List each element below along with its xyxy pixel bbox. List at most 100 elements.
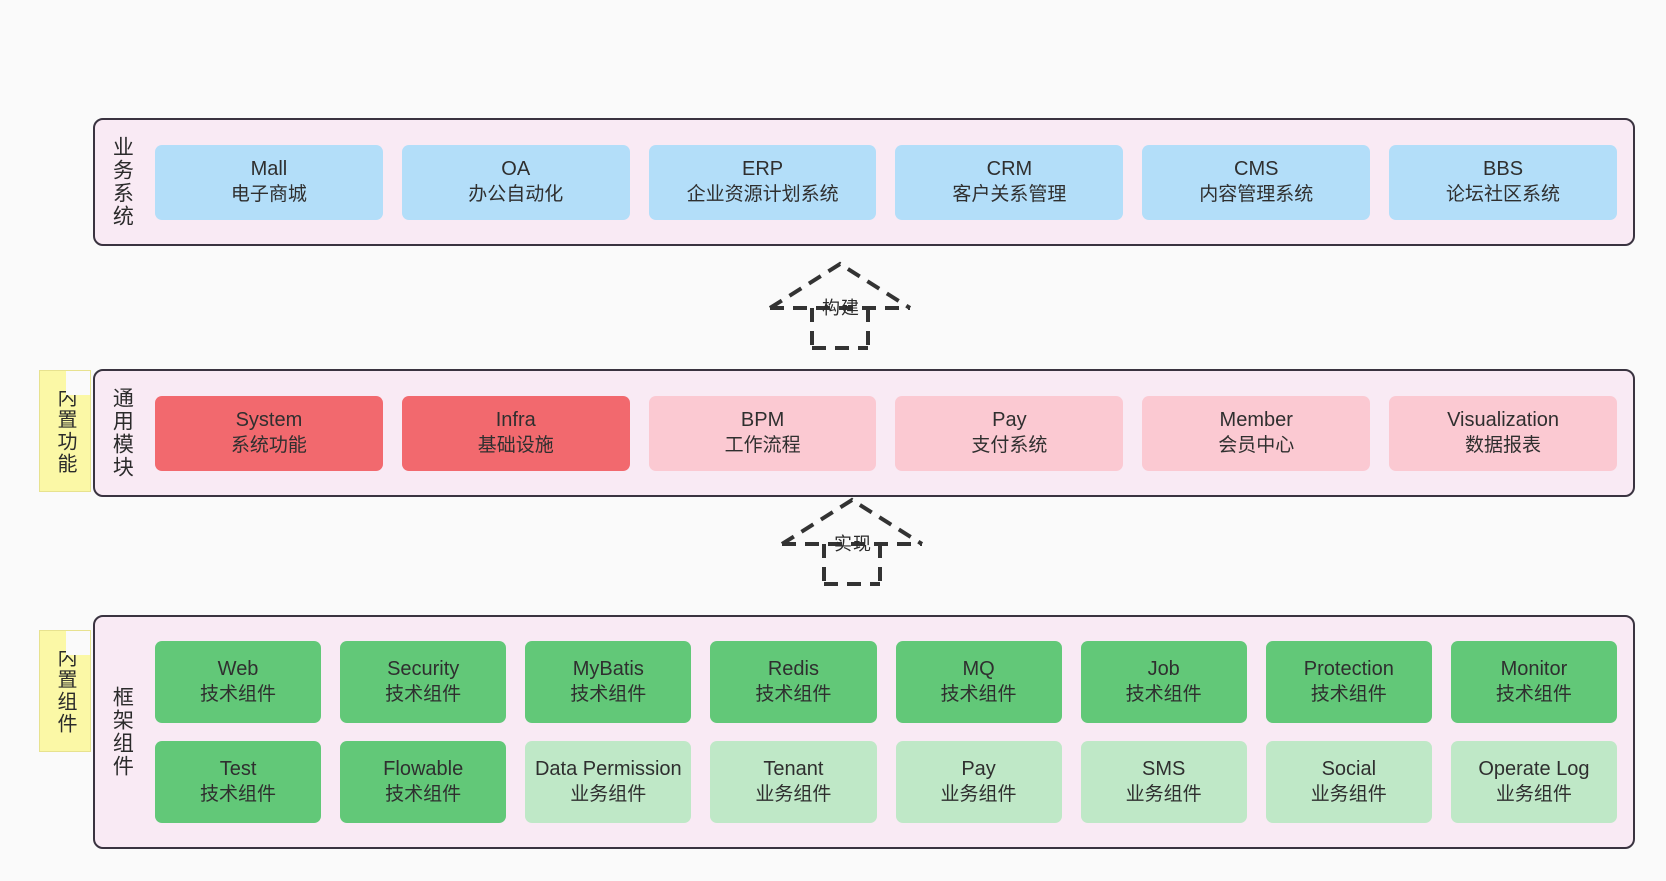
card-system[interactable]: System 系统功能 [155,395,383,471]
card-subtitle: 企业资源计划系统 [686,183,839,205]
card-title: Social [1321,758,1377,781]
card-erp[interactable]: ERP 企业资源计划系统 [648,144,877,220]
card-title: Test [219,758,257,781]
card-subtitle: 论坛社区系统 [1446,183,1561,205]
card-visualization[interactable]: Visualization 数据报表 [1389,395,1617,471]
card-subtitle: 电子商城 [230,183,307,205]
card-redis[interactable]: Redis 技术组件 [710,641,877,723]
card-subtitle: 会员中心 [1218,434,1295,456]
card-subtitle: 业务组件 [755,783,832,805]
card-title: Pay [961,758,996,781]
section-title-common-modules: 通用模块 [110,387,134,479]
card-flowable[interactable]: Flowable 技术组件 [340,741,507,823]
card-subtitle: 技术组件 [570,683,647,705]
card-infra[interactable]: Infra 基础设施 [401,395,630,471]
card-title: MQ [962,658,995,681]
card-subtitle: 业务组件 [570,783,647,805]
card-title: Job [1147,658,1180,681]
card-title: BPM [740,409,785,432]
card-mall[interactable]: Mall 电子商城 [155,144,383,220]
card-subtitle: 技术组件 [1495,683,1572,705]
card-subtitle: 业务组件 [940,783,1017,805]
card-pay[interactable]: Pay 支付系统 [895,395,1124,471]
card-title: Flowable [383,758,464,781]
section-framework-components: 框架组件 Web 技术组件 Security 技术组件 MyBatis 技术组件… [93,615,1635,849]
card-subtitle: 基础设施 [477,434,554,456]
card-web[interactable]: Web 技术组件 [155,641,322,723]
card-title: Operate Log [1478,758,1590,781]
arrow-label-build: 构建 [822,298,860,318]
card-title: OA [501,158,531,181]
card-monitor[interactable]: Monitor 技术组件 [1450,641,1617,723]
card-subtitle: 业务组件 [1495,783,1572,805]
section-title-framework-components: 框架组件 [110,686,134,778]
card-pay-business[interactable]: Pay 业务组件 [895,741,1062,823]
card-protection[interactable]: Protection 技术组件 [1265,641,1432,723]
card-mybatis[interactable]: MyBatis 技术组件 [525,641,692,723]
section-body-framework-components: Web 技术组件 Security 技术组件 MyBatis 技术组件 Redi… [147,617,1633,847]
card-title: Tenant [763,758,824,781]
row: Web 技术组件 Security 技术组件 MyBatis 技术组件 Redi… [155,641,1617,723]
card-crm[interactable]: CRM 客户关系管理 [895,144,1124,220]
card-subtitle: 技术组件 [940,683,1017,705]
card-bbs[interactable]: BBS 论坛社区系统 [1389,144,1617,220]
card-subtitle: 技术组件 [1310,683,1387,705]
card-title: System [235,409,303,432]
note-builtin-components: 内置组件 [39,630,91,752]
arrow-implement: 实现 [772,494,932,586]
card-title: CRM [986,158,1033,181]
card-title: CMS [1234,158,1279,181]
card-subtitle: 工作流程 [724,434,801,456]
card-title: Redis [767,658,819,681]
arrow-label-implement: 实现 [834,534,872,554]
card-subtitle: 内容管理系统 [1199,183,1314,205]
section-title-business-systems: 业务系统 [110,136,134,228]
note-label: 内置功能 [54,387,76,475]
section-common-modules: 通用模块 System 系统功能 Infra 基础设施 BPM 工作流程 Pay… [93,369,1635,497]
note-label: 内置组件 [54,647,76,735]
card-member[interactable]: Member 会员中心 [1142,395,1371,471]
card-title: Security [387,658,460,681]
card-job[interactable]: Job 技术组件 [1080,641,1247,723]
note-builtin-features: 内置功能 [39,370,91,492]
card-bpm[interactable]: BPM 工作流程 [648,395,877,471]
row: Test 技术组件 Flowable 技术组件 Data Permission … [155,741,1617,823]
card-title: Infra [495,409,536,432]
card-title: Visualization [1447,409,1560,432]
card-subtitle: 技术组件 [200,683,277,705]
card-data-permission[interactable]: Data Permission 业务组件 [525,741,692,823]
section-business-systems: 业务系统 Mall 电子商城 OA 办公自动化 ERP 企业资源计划系统 CRM… [93,118,1635,246]
card-subtitle: 技术组件 [755,683,832,705]
card-subtitle: 支付系统 [971,434,1048,456]
card-title: Member [1219,409,1293,432]
card-title: MyBatis [572,658,644,681]
card-mq[interactable]: MQ 技术组件 [895,641,1062,723]
section-body-common-modules: System 系统功能 Infra 基础设施 BPM 工作流程 Pay 支付系统… [147,371,1633,495]
row: System 系统功能 Infra 基础设施 BPM 工作流程 Pay 支付系统… [155,395,1617,471]
card-title: Monitor [1500,658,1568,681]
card-test[interactable]: Test 技术组件 [155,741,322,823]
card-title: BBS [1483,158,1524,181]
card-security[interactable]: Security 技术组件 [340,641,507,723]
card-subtitle: 业务组件 [1125,783,1202,805]
card-title: Protection [1303,658,1394,681]
card-cms[interactable]: CMS 内容管理系统 [1142,144,1371,220]
card-oa[interactable]: OA 办公自动化 [401,144,630,220]
section-body-business-systems: Mall 电子商城 OA 办公自动化 ERP 企业资源计划系统 CRM 客户关系… [147,120,1633,244]
card-title: ERP [742,158,784,181]
card-subtitle: 技术组件 [385,683,462,705]
card-operate-log[interactable]: Operate Log 业务组件 [1450,741,1617,823]
card-subtitle: 客户关系管理 [952,183,1067,205]
card-subtitle: 技术组件 [1125,683,1202,705]
card-subtitle: 技术组件 [200,783,277,805]
card-subtitle: 办公自动化 [468,183,564,205]
card-subtitle: 业务组件 [1310,783,1387,805]
card-social[interactable]: Social 业务组件 [1265,741,1432,823]
card-title: Mall [250,158,288,181]
card-subtitle: 技术组件 [385,783,462,805]
card-title: SMS [1142,758,1186,781]
card-subtitle: 系统功能 [230,434,307,456]
card-title: Pay [992,409,1027,432]
card-tenant[interactable]: Tenant 业务组件 [710,741,877,823]
card-sms[interactable]: SMS 业务组件 [1080,741,1247,823]
